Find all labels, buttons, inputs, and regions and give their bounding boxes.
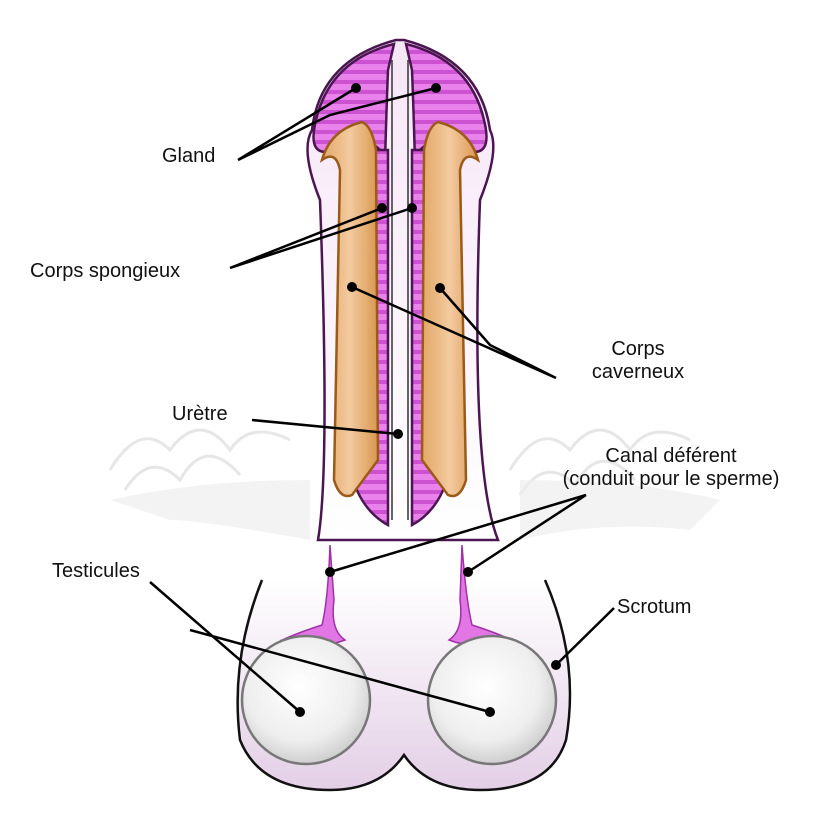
pointer-corps-caverneux bbox=[351, 285, 557, 380]
pointer-corps-spongieux bbox=[229, 206, 413, 270]
corpus-cavernosum-right bbox=[420, 120, 481, 498]
shadow-right bbox=[520, 480, 720, 540]
pointer-scrotum bbox=[555, 607, 615, 666]
pointer-testicules bbox=[149, 581, 491, 714]
label-uretre: Urètre bbox=[172, 403, 228, 425]
label-scrotum: Scrotum bbox=[617, 596, 692, 618]
pointer-lines bbox=[149, 86, 615, 714]
label-gland: Gland bbox=[162, 145, 216, 167]
label-canal-line1: Canal déférent bbox=[605, 445, 737, 467]
label-corps-spongieux: Corps spongieux bbox=[30, 260, 181, 282]
pointer-gland bbox=[237, 86, 437, 162]
testis-left bbox=[240, 634, 372, 766]
pointer-dots bbox=[295, 83, 561, 717]
label-testicules: Testicules bbox=[52, 560, 140, 582]
label-corps-caverneux: Corps caverneux bbox=[578, 338, 698, 384]
label-canal-line2: (conduit pour le sperme) bbox=[562, 468, 780, 490]
shadow-left bbox=[110, 480, 310, 540]
label-corps-caverneux-line2: caverneux bbox=[591, 361, 685, 383]
urethra bbox=[391, 60, 409, 520]
pointer-uretre bbox=[251, 418, 399, 436]
testis-right bbox=[426, 634, 558, 766]
pubic-hair-background bbox=[108, 428, 691, 496]
label-canal-deferent: Canal déférent (conduit pour le sperme) bbox=[526, 445, 814, 491]
label-corps-caverneux-line1: Corps bbox=[611, 338, 665, 360]
pointer-canal bbox=[329, 493, 587, 574]
